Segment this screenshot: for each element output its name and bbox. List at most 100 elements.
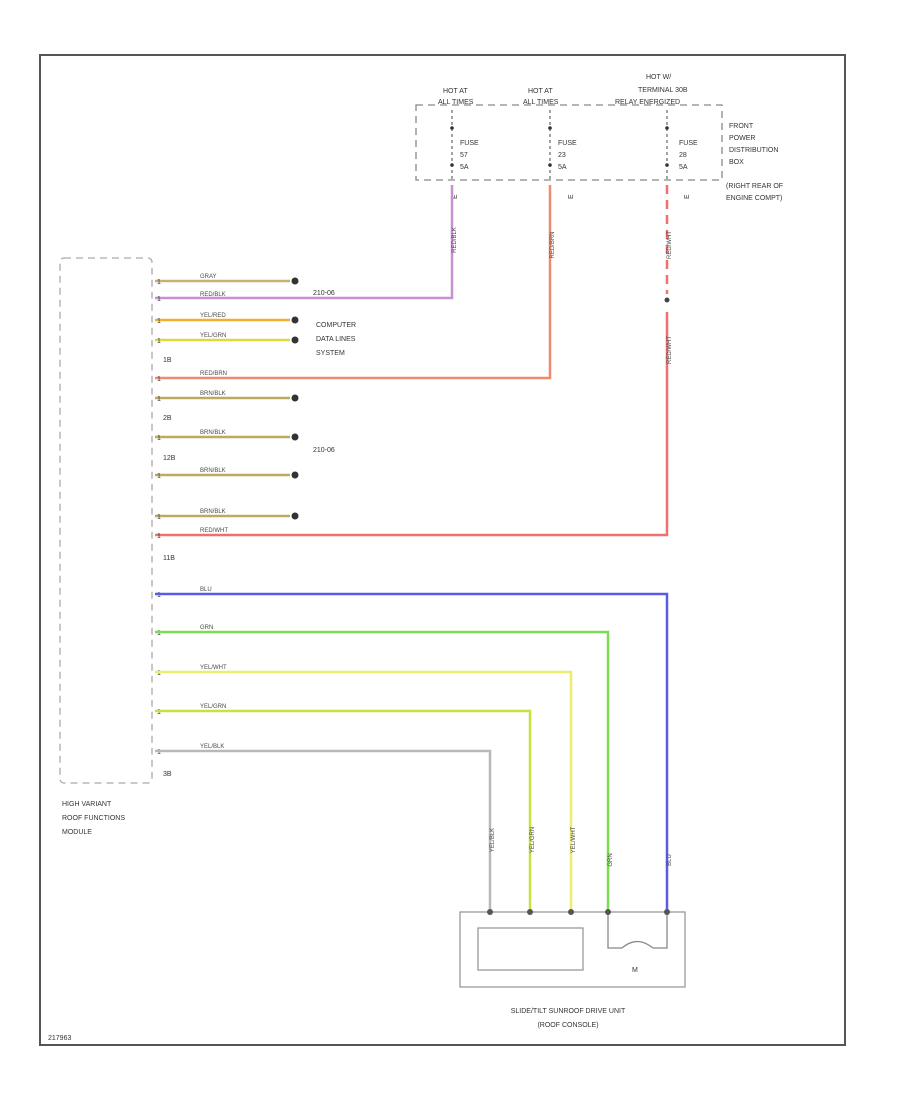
drive-pin-4 (605, 909, 611, 915)
pin-tick-9: 1 (157, 514, 161, 521)
wire-label-fuse-3-upper: RED/WHT (667, 231, 673, 259)
drive-wire-label-4: GRN (608, 853, 614, 866)
wire-label-fuse-1: RED/BLK (452, 227, 458, 253)
wire-yel-blk (155, 749, 492, 910)
wire-label-11: BLU (200, 587, 212, 593)
motor-symbol (621, 940, 654, 949)
drive-unit-module-box (477, 927, 584, 971)
module-stub-wires (155, 277, 299, 520)
roof-functions-module: HIGH VARIANT ROOF FUNCTIONS MODULE 1B 2B… (59, 257, 176, 836)
pin-tick-10: 1 (157, 533, 161, 540)
module-outline (59, 257, 153, 784)
connector-id-12b: 12B (163, 455, 176, 462)
motor-label: M (632, 967, 638, 974)
diagram-frame (39, 54, 846, 1046)
pin-tick-7: 1 (157, 435, 161, 442)
module-name-line-2: ROOF FUNCTIONS (62, 815, 125, 822)
wire-label-12: GRN (200, 625, 213, 631)
fuse-wire-labels: RED/BLK RED/BRN RED/WHT RED/WHT (452, 227, 673, 364)
wire-brn-blk-terminal-2 (291, 433, 299, 441)
wire-label-9: BRN/BLK (200, 509, 226, 515)
fuse-3-terminal: E (684, 194, 691, 199)
hot-label-3-line-2: TERMINAL 30B (638, 87, 688, 94)
fuse-28: FUSE 28 5A E (665, 110, 698, 199)
page-ref-1: 210-06 (313, 290, 335, 297)
drive-pin-2 (527, 909, 533, 915)
power-box-name-line-5: (RIGHT REAR OF (726, 183, 783, 190)
wire-label-14: YEL/GRN (200, 704, 226, 710)
power-box-outline (415, 104, 723, 181)
wire-blu (155, 592, 669, 910)
wire-label-2: RED/BLK (200, 292, 226, 298)
pin-tick-13: 1 (157, 670, 161, 677)
drive-unit-name-line-1: SLIDE/TILT SUNROOF DRIVE UNIT (511, 1008, 626, 1015)
wire-label-fuse-3-lower: RED/WHT (667, 336, 673, 364)
drive-wire-labels: YEL/BLK YEL/GRN YEL/WHT GRN BLU (490, 826, 673, 866)
hot-label-2-line-2: ALL TIMES (523, 99, 559, 106)
pin-tick-3: 1 (157, 318, 161, 325)
connector-id-1b: 1B (163, 357, 172, 364)
wire-label-13: YEL/WHT (200, 665, 227, 671)
connector-id-11b: 11B (163, 555, 175, 562)
computer-ref-line-1: COMPUTER (316, 322, 356, 329)
wire-red-blk-fuse-57 (155, 185, 454, 300)
footer-id: 217963 (48, 1035, 71, 1042)
fuse-1-number: 57 (460, 152, 468, 159)
pin-tick-5: 1 (157, 376, 161, 383)
computer-ref-line-3: SYSTEM (316, 350, 345, 357)
hot-label-3-line-3: RELAY ENERGIZED (615, 99, 680, 106)
wire-label-15: YEL/BLK (200, 744, 224, 750)
wire-label-8: BRN/BLK (200, 468, 226, 474)
drive-wire-label-1: YEL/BLK (490, 828, 496, 852)
fuse-2-label: FUSE (558, 140, 577, 147)
fuse-3-label: FUSE (679, 140, 698, 147)
fuse-57: FUSE 57 5A E (450, 110, 479, 199)
drive-unit-name-line-2: (ROOF CONSOLE) (537, 1022, 598, 1029)
drive-pin-5 (664, 909, 670, 915)
drive-unit-outline (459, 911, 686, 988)
fuse-2-rating: 5A (558, 164, 567, 171)
reference-labels: 210-06 COMPUTER DATA LINES SYSTEM 210-06 (313, 290, 356, 454)
fuse-2-terminal: E (568, 194, 575, 199)
hot-label-1-line-1: HOT AT (443, 88, 468, 95)
fuse-1-rating: 5A (460, 164, 469, 171)
fuse-1-label: FUSE (460, 140, 479, 147)
wire-label-fuse-2: RED/BRN (550, 231, 556, 258)
wire-label-5: RED/BRN (200, 371, 227, 377)
fuse-1-terminal: E (452, 194, 459, 199)
drive-pin-3 (568, 909, 574, 915)
module-pin-ticks: 1 1 1 1 1 1 1 1 1 1 1 1 1 1 1 (157, 279, 161, 756)
drive-wire-label-5: BLU (667, 854, 673, 866)
power-box-name-line-6: ENGINE COMPT) (726, 195, 782, 202)
pin-tick-4: 1 (157, 338, 161, 345)
module-name-line-3: MODULE (62, 829, 92, 836)
wire-label-7: BRN/BLK (200, 430, 226, 436)
hot-label-3-line-1: HOT W/ (646, 74, 671, 81)
fuse-3-number: 28 (679, 152, 687, 159)
power-box-name-line-2: POWER (729, 135, 755, 142)
wire-brn-blk-terminal-4 (291, 512, 299, 520)
pin-tick-15: 1 (157, 749, 161, 756)
wire-gray-terminal (291, 277, 299, 285)
drive-wire-label-2: YEL/GRN (530, 827, 536, 853)
wire-label-3: YEL/RED (200, 313, 226, 319)
fuse-23: FUSE 23 5A E (548, 110, 577, 199)
power-box-name-line-1: FRONT (729, 123, 754, 130)
pin-tick-11: 1 (157, 592, 161, 599)
fuse-3-rating: 5A (679, 164, 688, 171)
drive-wire-label-3: YEL/WHT (571, 826, 577, 853)
pin-tick-2: 1 (157, 296, 161, 303)
front-power-distribution-box: HOT AT ALL TIMES HOT AT ALL TIMES HOT W/… (415, 74, 783, 202)
fuse-2-number: 23 (558, 152, 566, 159)
hot-label-2-line-1: HOT AT (528, 88, 553, 95)
pin-tick-8: 1 (157, 473, 161, 480)
wire-brn-blk-terminal-1 (291, 394, 299, 402)
wire-yel-wht (155, 670, 573, 910)
wire-yel-red-terminal (291, 316, 299, 324)
module-wire-labels: GRAY RED/BLK YEL/RED YEL/GRN RED/BRN BRN… (200, 274, 228, 750)
connector-id-2b: 2B (163, 415, 172, 422)
power-box-name-line-4: BOX (729, 159, 744, 166)
wire-brn-blk-terminal-3 (291, 471, 299, 479)
wire-label-10: RED/WHT (200, 528, 228, 534)
